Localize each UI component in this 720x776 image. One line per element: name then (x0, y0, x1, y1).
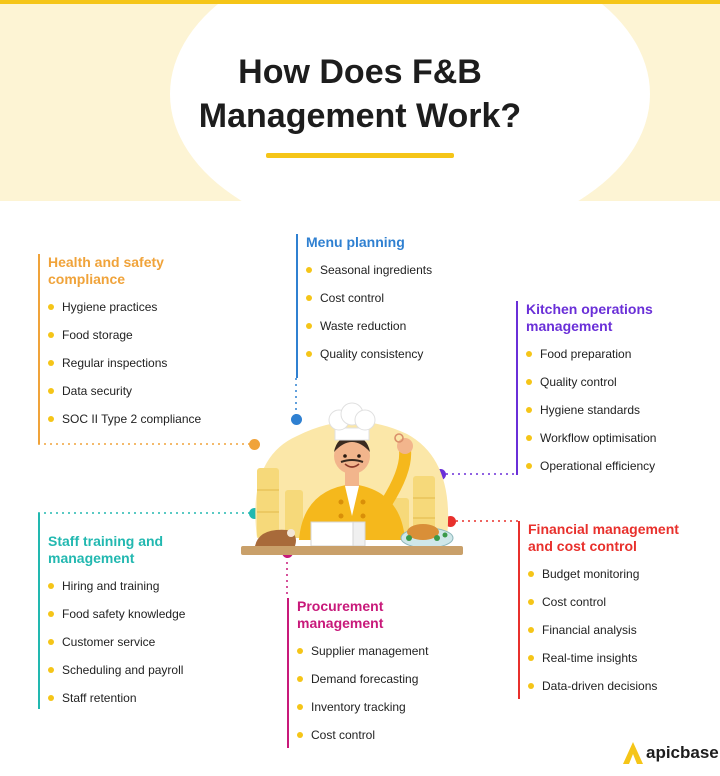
section-menu-planning: Menu planning Seasonal ingredients Cost … (296, 234, 476, 378)
list-item: Quality consistency (306, 347, 476, 361)
list-item: Cost control (528, 595, 712, 609)
list-item: Hiring and training (48, 579, 238, 593)
list-item: Hygiene practices (48, 300, 238, 314)
apicbase-logo-icon (623, 742, 643, 764)
list-item: Quality control (526, 375, 706, 389)
list-item: Hygiene standards (526, 403, 706, 417)
section-staff-training: Staff training and management Hiring and… (38, 513, 238, 709)
apicbase-logo: apicbase (622, 739, 719, 769)
page-title: How Does F&B Management Work? (0, 50, 720, 138)
list-item: Food safety knowledge (48, 607, 238, 621)
list-item: Budget monitoring (528, 567, 712, 581)
header-background (0, 4, 720, 201)
page-title-line-1: How Does F&B (238, 53, 482, 91)
list-item: Real-time insights (528, 651, 712, 665)
header-blob-shape (170, 4, 650, 201)
chef-illustration (241, 402, 463, 555)
list-item: Supplier management (297, 644, 487, 658)
section-list: Food preparation Quality control Hygiene… (516, 347, 706, 473)
section-list: Hygiene practices Food storage Regular i… (38, 300, 238, 426)
section-title: Kitchen operations management (526, 301, 653, 334)
section-health-safety: Health and safety compliance Hygiene pra… (38, 254, 238, 444)
connector-dot-health (249, 439, 260, 450)
list-item: Data-driven decisions (528, 679, 712, 693)
section-title: Financial management and cost control (528, 521, 679, 554)
section-title: Staff training and management (48, 533, 164, 566)
list-item: Seasonal ingredients (306, 263, 476, 277)
section-kitchen-operations: Kitchen operations management Food prepa… (516, 301, 706, 475)
section-bar (38, 254, 40, 444)
list-item: Inventory tracking (297, 700, 487, 714)
logo-text: apicbase (646, 743, 719, 762)
list-item: Cost control (306, 291, 476, 305)
list-item: Workflow optimisation (526, 431, 706, 445)
section-bar (38, 513, 40, 709)
section-financial-management: Financial management and cost control Bu… (518, 521, 712, 699)
section-list: Seasonal ingredients Cost control Waste … (296, 263, 476, 361)
list-item: Customer service (48, 635, 238, 649)
section-bar (287, 598, 289, 748)
list-item: Staff retention (48, 691, 238, 705)
list-item: SOC II Type 2 compliance (48, 412, 238, 426)
section-list: Supplier management Demand forecasting I… (287, 644, 487, 742)
list-item: Waste reduction (306, 319, 476, 333)
section-list: Hiring and training Food safety knowledg… (38, 579, 238, 705)
title-underline (266, 153, 454, 158)
section-title: Menu planning (306, 234, 405, 250)
section-bar (518, 521, 520, 699)
connector-dot-staff (249, 508, 260, 519)
connector-dot-finance (445, 516, 456, 527)
list-item: Financial analysis (528, 623, 712, 637)
list-item: Regular inspections (48, 356, 238, 370)
page-title-line-2: Management Work? (198, 97, 522, 135)
section-list: Budget monitoring Cost control Financial… (518, 567, 712, 693)
list-item: Data security (48, 384, 238, 398)
list-item: Cost control (297, 728, 487, 742)
list-item: Scheduling and payroll (48, 663, 238, 677)
connector-dot-menu (291, 414, 302, 425)
top-accent-stripe (0, 0, 720, 4)
section-title: Procurement management (297, 598, 384, 631)
section-bar (516, 301, 518, 475)
list-item: Operational efficiency (526, 459, 706, 473)
section-title: Health and safety compliance (48, 254, 164, 287)
list-item: Demand forecasting (297, 672, 487, 686)
list-item: Food preparation (526, 347, 706, 361)
section-bar (296, 234, 298, 378)
section-procurement: Procurement management Supplier manageme… (287, 598, 487, 748)
list-item: Food storage (48, 328, 238, 342)
